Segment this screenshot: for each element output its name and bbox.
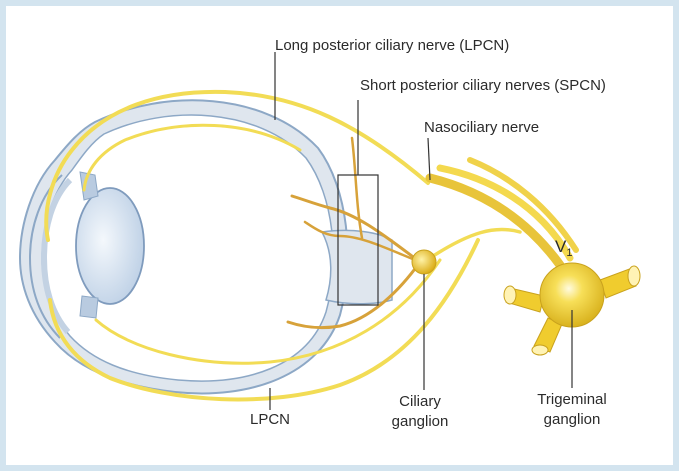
label-trigeminal-line2: ganglion — [544, 411, 601, 428]
spcn-root — [352, 138, 362, 238]
eye-nerve-diagram: Long posterior ciliary nerve (LPCN) Shor… — [6, 6, 673, 465]
label-lpcn-top: Long posterior ciliary nerve (LPCN) — [275, 37, 509, 54]
ciliary-ganglion — [412, 250, 436, 274]
label-spcn: Short posterior ciliary nerves (SPCN) — [360, 77, 606, 94]
diagram-frame: Long posterior ciliary nerve (LPCN) Shor… — [6, 6, 673, 465]
label-ciliary-line2: ganglion — [392, 413, 449, 430]
optic-nerve — [322, 230, 392, 303]
label-nasociliary: Nasociliary nerve — [424, 119, 539, 136]
lens — [76, 188, 144, 304]
label-lpcn-bottom: LPCN — [250, 411, 290, 428]
ciliary-body-lower — [80, 296, 98, 318]
label-trigeminal-line1: Trigeminal — [537, 391, 606, 408]
label-ciliary-line1: Ciliary — [399, 393, 441, 410]
